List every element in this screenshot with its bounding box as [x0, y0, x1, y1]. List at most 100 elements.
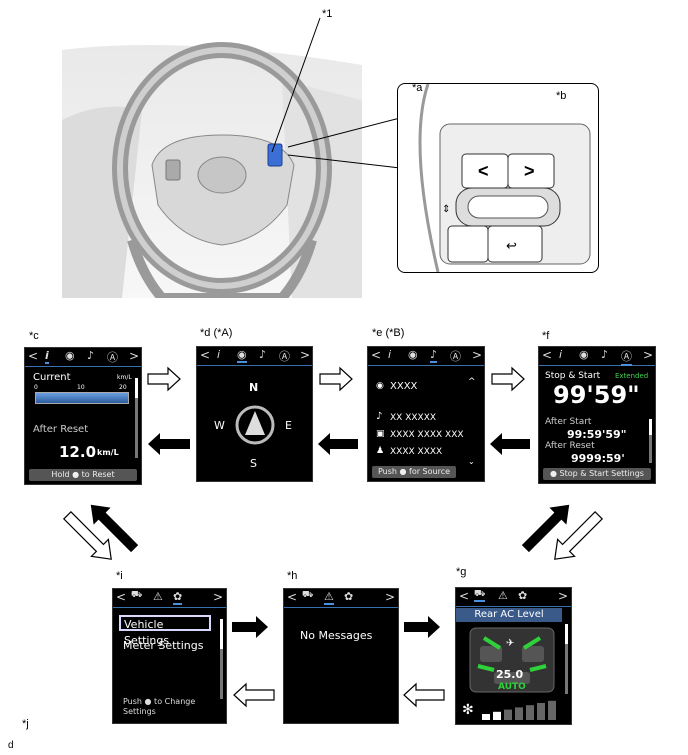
callout-1: *1	[322, 8, 333, 20]
artist-icon: ♟	[376, 446, 385, 456]
switch-detail-svg: < > ⇕ ↩	[418, 83, 591, 273]
hold-to-reset-footer: Hold ● to Reset	[29, 469, 137, 481]
scale-20: 20	[119, 384, 127, 391]
callout-f: *f	[542, 330, 550, 342]
car-icon: ⛟	[474, 589, 486, 602]
info-icon: i	[45, 349, 49, 364]
audio-icon: ♪	[601, 348, 609, 361]
zoom-leader-bottom	[287, 154, 401, 169]
stop-start-icon: Ⓐ	[621, 348, 632, 366]
stop-start-icon: Ⓐ	[107, 351, 118, 364]
no-messages-text: No Messages	[300, 629, 373, 642]
compass-icon	[235, 405, 275, 445]
chevron-left-icon: <	[287, 590, 298, 604]
fan-level-bar	[504, 709, 512, 720]
arrow-i-to-c	[90, 504, 139, 553]
scale-10: 10	[77, 384, 85, 391]
scrollbar-thumb	[565, 624, 568, 644]
fuel-value: 12.0	[59, 443, 97, 461]
after-reset-label: After Reset	[545, 441, 595, 451]
compass-s: S	[250, 457, 257, 470]
scrollbar-track	[220, 619, 223, 699]
navigation-icon: ◉	[579, 348, 589, 361]
source-icon: ◉	[376, 381, 384, 391]
screen-h-messages: < ⛟ ⚠ ✿ > No Messages	[283, 588, 399, 724]
chevron-left-icon: <	[542, 348, 553, 362]
car-icon: ⛟	[302, 590, 314, 600]
row2-arrows	[232, 616, 445, 708]
after-start-value: 99:59'59"	[567, 428, 627, 441]
info-icon: i	[388, 348, 392, 361]
stop-start-icon: Ⓐ	[279, 350, 290, 363]
callout-d: *d (*A)	[200, 327, 233, 339]
chevron-right-icon: >	[558, 589, 569, 603]
fan-level-bar	[482, 714, 490, 720]
scrollbar-thumb	[649, 419, 652, 435]
chevron-left-icon: <	[28, 349, 39, 363]
left-switch	[165, 159, 181, 181]
screen-g-rear-ac: < ⛟ ⚠ ✿ > Rear AC Level ✈ 25.0 AUTO ✻	[455, 587, 572, 725]
tab-bar: < i ◉ ♪ Ⓐ >	[539, 347, 655, 366]
zoom-leader-top	[287, 117, 401, 148]
arrow-f-to-g	[554, 510, 604, 560]
diagonal-arrows	[62, 504, 604, 560]
chevron-right-icon: >	[385, 590, 396, 604]
meter-settings-item: Meter Settings	[123, 639, 204, 652]
tab-bar: < ⛟ ⚠ ✿ >	[456, 588, 571, 607]
arrow-h-to-g	[404, 616, 440, 638]
gear-icon: ✿	[344, 590, 354, 603]
arrow-d-to-e	[319, 366, 353, 392]
audio-line-3: XXXX XXXX XXX	[390, 430, 464, 440]
chevron-left-icon: <	[116, 590, 127, 604]
push-to-change-line1: Push ● to Change	[123, 697, 196, 706]
steering-wheel-illustration	[62, 40, 362, 303]
audio-line-4: XXXX XXXX	[390, 447, 443, 457]
info-icon: i	[559, 348, 563, 361]
current-label: Current	[33, 372, 71, 383]
fan-icon: ✻	[462, 702, 474, 718]
compass-n: N	[249, 381, 259, 394]
callout-j: *j	[22, 718, 29, 730]
scale-0: 0	[34, 384, 38, 391]
chevron-right-icon: >	[129, 349, 140, 363]
scroll-down-icon: ⌄	[468, 457, 475, 466]
row1-arrows	[147, 366, 530, 455]
screen-e-audio: < i ◉ ♪ Ⓐ > ◉ XXXX ^ ♪ XX XXXXX ▣ XXXX X…	[367, 346, 485, 482]
scroll-up-icon: ^	[468, 377, 476, 387]
rear-ac-title: Rear AC Level	[456, 608, 562, 622]
callout-h: *h	[287, 570, 298, 582]
wheel-edge	[418, 83, 440, 273]
unit-small: km/L	[117, 374, 132, 381]
arrow-g-to-h	[403, 682, 445, 708]
figure-footer: d	[8, 740, 14, 751]
arrow-i-to-h	[232, 616, 268, 638]
cabin-airflow-diagram: ✈	[469, 627, 555, 693]
screen-f-stop-start: < i ◉ ♪ Ⓐ > Stop & Start Extended 99'59"…	[538, 346, 656, 484]
after-reset-value: 9999:59'	[571, 452, 625, 465]
warning-icon: ⚠	[153, 590, 163, 603]
info-icon: i	[217, 348, 221, 361]
fan-level-bars	[482, 700, 556, 720]
scroll-wheel-inner	[467, 195, 549, 219]
extended-badge: Extended	[615, 372, 649, 380]
navigation-icon: ◉	[237, 348, 247, 363]
fan-level-bar	[526, 705, 534, 720]
tab-bar: < i ◉ ♪ Ⓐ >	[368, 347, 484, 366]
display-button	[447, 225, 489, 263]
leader-1	[271, 17, 321, 153]
tab-bar: < i ◉ ♪ Ⓐ >	[197, 347, 312, 366]
callout-c: *c	[29, 330, 39, 342]
scrollbar-track	[135, 378, 138, 458]
chevron-right-icon: >	[300, 348, 311, 362]
tab-bar: < ⛟ ⚠ ✿ >	[113, 589, 226, 608]
chevron-left-icon: <	[200, 348, 211, 362]
scrollbar-track	[649, 419, 652, 463]
svg-text:✈: ✈	[506, 638, 514, 649]
after-reset-label: After Reset	[33, 424, 89, 435]
fan-level-bar	[548, 700, 556, 720]
arrow-c-to-d	[147, 366, 181, 392]
arrow-c-to-i	[62, 510, 112, 560]
ac-auto-mode: AUTO	[498, 682, 526, 692]
arrow-e-to-d	[318, 433, 358, 455]
wheel-logo	[197, 156, 247, 194]
